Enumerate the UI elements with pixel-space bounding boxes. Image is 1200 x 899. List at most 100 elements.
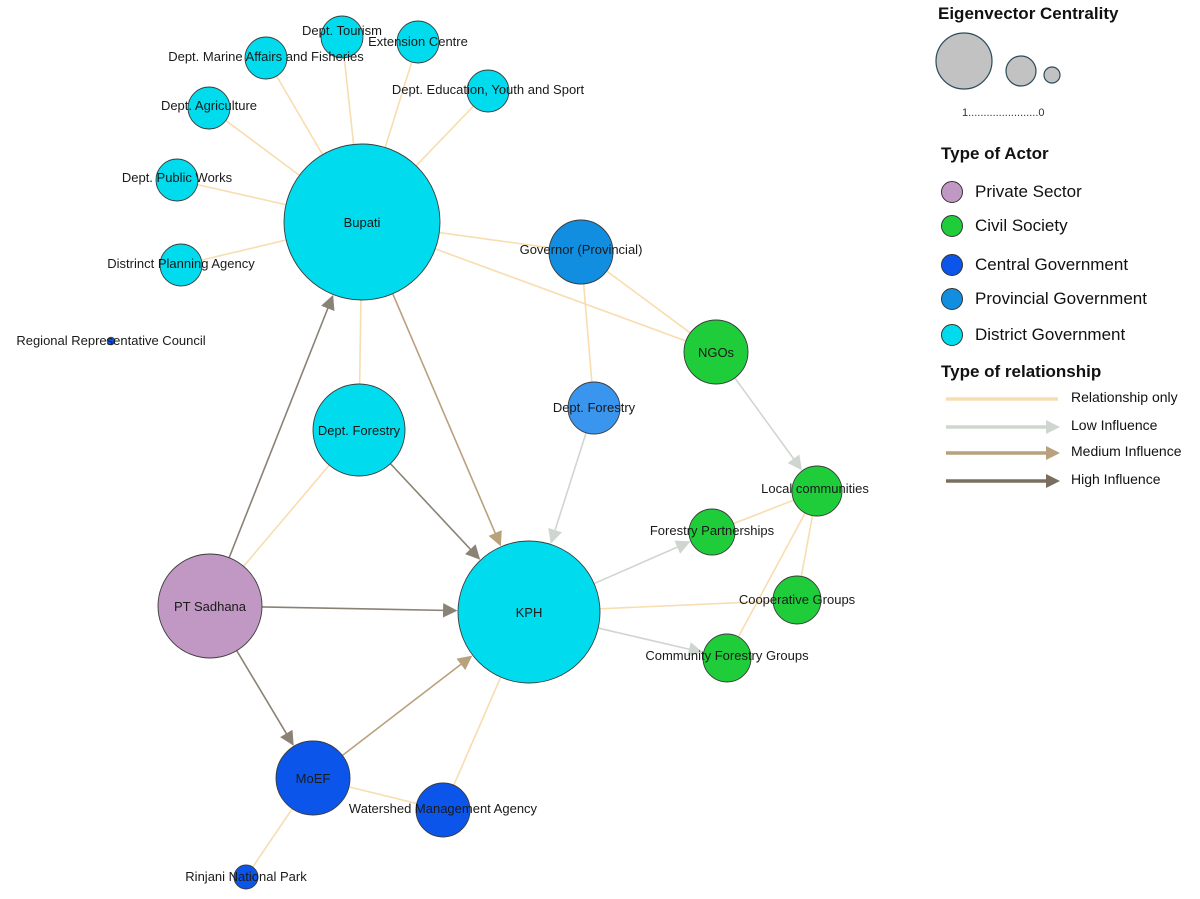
centrality-size-scale: [935, 32, 1061, 90]
relationship-legend-label: High Influence: [1071, 471, 1161, 487]
node-dept-forestry-prov[interactable]: [567, 381, 621, 435]
node-watershed[interactable]: [415, 782, 471, 838]
node-label-community-forestry-groups: Community Forestry Groups: [645, 648, 809, 663]
centrality-medium-circle: [1005, 55, 1037, 87]
edge-moef-to-watershed: [348, 786, 417, 805]
node-bupati[interactable]: [283, 143, 441, 301]
actor-legend-label: Provincial Government: [975, 289, 1147, 308]
edge-kph-to-forestry_partnerships: [593, 540, 691, 585]
edge-local_communities-to-cooperative_groups: [800, 515, 814, 577]
edge-bupati-to-kph: [391, 293, 502, 547]
node-dept-tourism[interactable]: [320, 15, 364, 59]
node-label-dept-marine: Dept. Marine Affairs and Fisheries: [168, 49, 364, 64]
edge-bupati-to-extension_centre: [384, 61, 413, 148]
node-label-dept-education: Dept. Education, Youth and Sport: [392, 82, 585, 97]
node-label-rinjani: Rinjani National Park: [185, 869, 307, 884]
edge-bupati-to-dept_public_works: [197, 183, 287, 206]
edge-moef-to-kph: [341, 655, 473, 757]
edge-dept_forestry_prov-to-kph: [548, 432, 587, 544]
node-dept-marine[interactable]: [244, 36, 288, 80]
node-dept-agriculture[interactable]: [187, 86, 231, 130]
node-label-dept-agriculture: Dept. Agriculture: [161, 98, 257, 113]
edge-bupati-to-governor: [439, 231, 550, 249]
node-forestry-partnerships[interactable]: [688, 508, 736, 556]
relationship-legend-title: Type of relationship: [941, 362, 1102, 381]
node-label-forestry-partnerships: Forestry Partnerships: [650, 523, 775, 538]
edge-moef-to-rinjani: [252, 808, 293, 868]
node-local-communities[interactable]: [791, 465, 843, 517]
edge-watershed-to-kph: [453, 676, 502, 786]
actor-legend-label: Civil Society: [975, 216, 1068, 235]
node-dept-education[interactable]: [466, 69, 510, 113]
node-label-regional-council: Regional Representative Council: [16, 333, 205, 348]
edge-pt_sadhana-to-moef: [236, 650, 294, 746]
node-district-planning[interactable]: [159, 243, 203, 287]
node-label-watershed: Watershed Management Agency: [349, 801, 538, 816]
actor-legend-title: Type of Actor: [941, 144, 1049, 163]
node-moef[interactable]: [275, 740, 351, 816]
node-label-moef: MoEF: [296, 771, 331, 786]
node-governor[interactable]: [548, 219, 614, 285]
relationship-legend-label: Medium Influence: [1071, 443, 1182, 459]
actor-swatch: [941, 215, 963, 237]
node-label-ngos: NGOs: [698, 345, 735, 360]
edge-pt_sadhana-to-dept_forestry_district: [242, 464, 330, 567]
edge-kph-to-cooperative_groups: [599, 600, 774, 610]
centrality-large-circle: [935, 32, 993, 90]
node-label-local-communities: Local communities: [761, 481, 869, 496]
edge-governor-to-dept_forestry_prov: [582, 283, 593, 383]
node-label-governor: Governor (Provincial): [520, 242, 643, 257]
edge-kph-to-community_forestry_groups: [597, 627, 704, 657]
legend: Eigenvector Centrality 1................…: [930, 0, 1200, 899]
node-label-dept-forestry-prov: Dept. Forestry: [553, 400, 636, 415]
node-label-kph: KPH: [516, 605, 543, 620]
edge-bupati-to-dept_forestry_district: [358, 299, 362, 385]
nodes-layer: [106, 15, 843, 890]
node-dept-forestry-district[interactable]: [312, 383, 406, 477]
edge-local_communities-to-community_forestry_groups: [737, 512, 806, 638]
node-label-pt-sadhana: PT Sadhana: [174, 599, 247, 614]
node-label-extension-centre: Extension Centre: [368, 34, 468, 49]
edge-pt_sadhana-to-bupati: [228, 295, 335, 558]
relationship-swatch: [946, 397, 1058, 401]
edge-governor-to-ngos: [606, 270, 691, 334]
relationship-legend-label: Low Influence: [1071, 417, 1158, 433]
node-label-dept-tourism: Dept. Tourism: [302, 23, 382, 38]
node-label-bupati: Bupati: [344, 215, 381, 230]
node-extension-centre[interactable]: [396, 20, 440, 64]
actor-legend-label: District Government: [975, 325, 1126, 344]
edge-bupati-to-dept_tourism: [343, 57, 355, 145]
edge-bupati-to-dept_agriculture: [225, 119, 300, 177]
actor-swatch: [941, 181, 963, 203]
node-label-dept-forestry-district: Dept. Forestry: [318, 423, 401, 438]
actor-swatch: [941, 254, 963, 276]
node-kph[interactable]: [457, 540, 601, 684]
edge-local_communities-to-forestry_partnerships: [733, 499, 795, 525]
relationship-swatch: [946, 420, 1060, 434]
edge-bupati-to-dept_education: [415, 105, 475, 167]
actor-swatch: [941, 288, 963, 310]
node-community-forestry-groups[interactable]: [702, 633, 752, 683]
node-dept-public-works[interactable]: [155, 158, 199, 202]
node-regional-council[interactable]: [106, 336, 116, 346]
relationship-swatch: [946, 474, 1060, 488]
actor-legend-label: Private Sector: [975, 182, 1082, 201]
node-label-cooperative-groups: Cooperative Groups: [739, 592, 856, 607]
centrality-small-circle: [1043, 66, 1061, 84]
actor-legend-label: Central Government: [975, 255, 1129, 274]
edge-bupati-to-ngos: [434, 248, 687, 342]
node-ngos[interactable]: [683, 319, 749, 385]
node-label-dept-public-works: Dept. Public Works: [122, 170, 233, 185]
node-pt-sadhana[interactable]: [157, 553, 263, 659]
node-label-district-planning: Distrinct Planning Agency: [107, 256, 255, 271]
actor-swatch: [941, 324, 963, 346]
node-rinjani[interactable]: [233, 864, 259, 890]
edge-pt_sadhana-to-kph: [261, 603, 458, 618]
node-cooperative-groups[interactable]: [772, 575, 822, 625]
edge-dept_forestry_district-to-kph: [389, 463, 481, 560]
relationship-legend-label: Relationship only: [1071, 389, 1178, 405]
edge-bupati-to-dept_marine: [275, 75, 324, 156]
edge-bupati-to-district_planning: [201, 239, 287, 261]
